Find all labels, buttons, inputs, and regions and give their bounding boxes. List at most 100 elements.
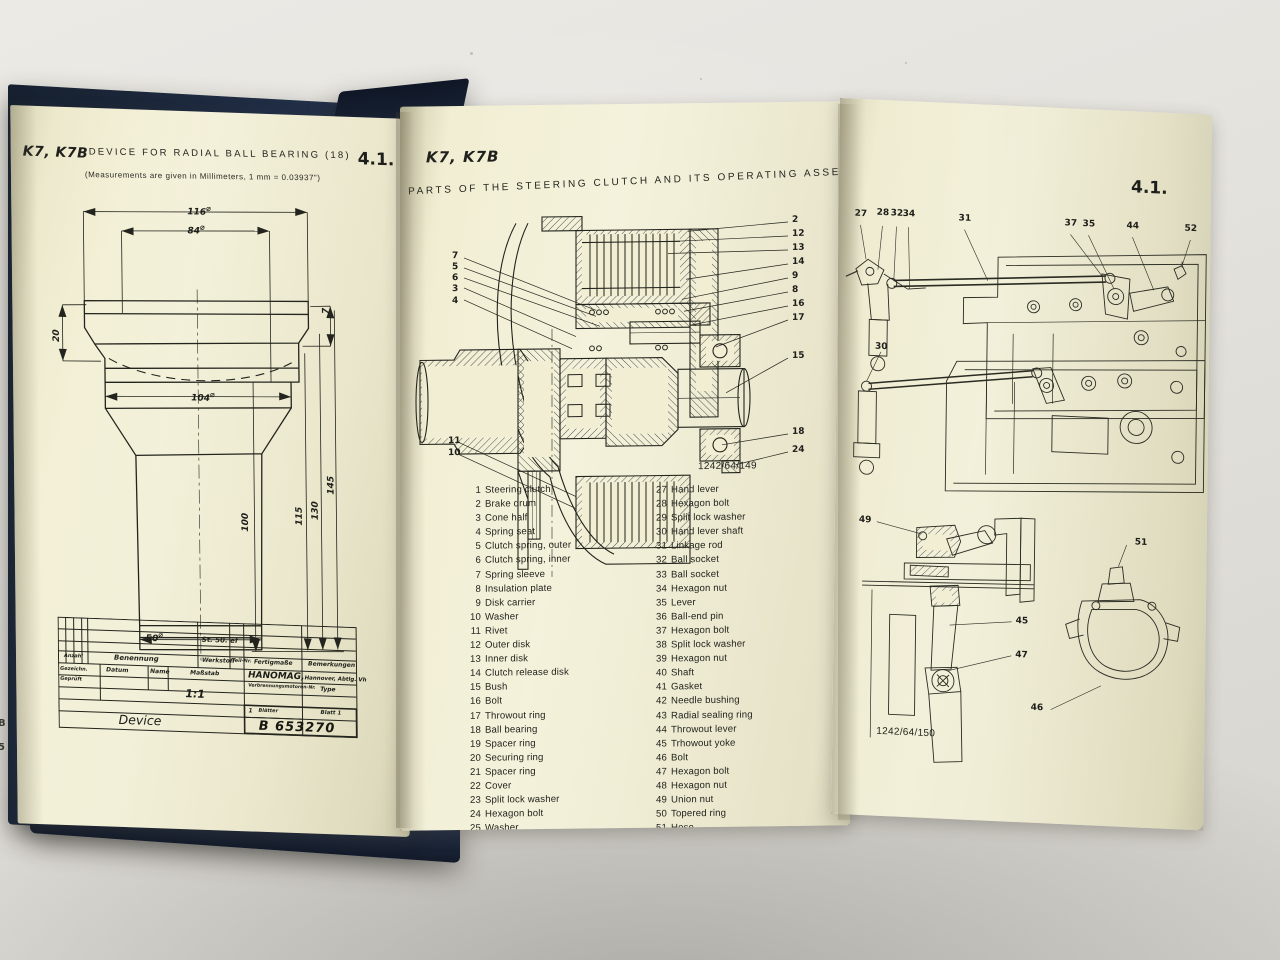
- title-block-sheet-count: 1: [248, 707, 253, 715]
- parts-list-item-number: 32: [656, 554, 667, 567]
- operating-linkage-upper-drawing: [845, 224, 1207, 420]
- title-block-scale: 1:1: [185, 687, 206, 701]
- parts-list-item-number: 41: [656, 681, 667, 693]
- parts-list-item-number: 15: [470, 682, 481, 694]
- right-callout-51: 51: [1134, 537, 1148, 548]
- parts-list-item-label: Inner disk: [485, 653, 529, 665]
- right-callout-28: 28: [876, 207, 890, 219]
- callout-13: 13: [792, 242, 805, 253]
- callout-16: 16: [792, 298, 805, 309]
- parts-list-item-number: 14: [470, 667, 481, 680]
- callout-4: 4: [452, 296, 459, 307]
- callout-9: 9: [792, 270, 799, 281]
- parts-list-item-label: Ball bearing: [485, 723, 538, 736]
- title-block-sheet-label: Blätter: [258, 707, 279, 715]
- parts-list-item-label: Ball socket: [671, 554, 720, 566]
- left-page: K7, K7B DEVICE FOR RADIAL BALL BEARING (…: [10, 105, 410, 837]
- title-block-type-label: Type: [320, 685, 336, 694]
- callout-12: 12: [792, 228, 805, 239]
- operating-linkage-lower-drawing: [862, 517, 1181, 763]
- parts-list-item-number: 25: [470, 823, 481, 831]
- left-page-title: DEVICE FOR RADIAL BALL BEARING (18): [88, 146, 351, 162]
- parts-list-item-number: 3: [475, 512, 482, 525]
- parts-list-item-label: Bush: [485, 681, 508, 694]
- title-block-drawing-number: B 653270: [258, 718, 336, 737]
- title-block-col-fertigmasse: Fertigmaße: [253, 658, 293, 667]
- parts-list-item-label: Clutch spring, outer: [485, 540, 572, 553]
- parts-list-item-label: Spacer ring: [485, 737, 536, 750]
- title-block-row-name: Name: [150, 667, 170, 676]
- dimension-label-116: 116⌀: [187, 203, 211, 218]
- operating-linkage-middle-drawing: [853, 351, 1206, 493]
- left-edge-mark-5: 5: [0, 742, 5, 753]
- parts-list-item-number: 49: [656, 794, 667, 806]
- parts-list-item-label: Trhowout yoke: [671, 737, 736, 750]
- parts-list-item-label: Bolt: [671, 752, 689, 764]
- right-callout-47: 47: [1015, 649, 1028, 661]
- callout-3: 3: [452, 284, 459, 295]
- parts-list-item-label: Hand lever: [671, 483, 719, 496]
- parts-list-item-label: Split lock washer: [485, 793, 560, 806]
- parts-list-item-label: Hexagon nut: [671, 582, 728, 595]
- middle-page-model: K7, K7B: [426, 147, 500, 167]
- title-block-col-werkstoff: Werkstoff: [201, 656, 235, 665]
- callout-14: 14: [792, 256, 805, 267]
- title-block-row-massstab: Maßstab: [190, 669, 220, 678]
- parts-list-item-number: 33: [656, 569, 667, 581]
- parts-list-item-label: Lever: [671, 596, 696, 609]
- parts-list-item-number: 44: [656, 724, 667, 736]
- left-page-units-note: (Measurements are given in Millimeters, …: [84, 170, 321, 183]
- callout-24: 24: [792, 444, 805, 455]
- title-block-col-teilnr: Teil-Nr.: [231, 657, 252, 665]
- parts-list-item-label: Gasket: [671, 681, 703, 693]
- left-page-number: 4.1.: [357, 149, 395, 171]
- parts-list-item-label: Split lock washer: [671, 638, 746, 651]
- parts-list-item-number: 2: [475, 498, 482, 510]
- parts-list-item-label: Outer disk: [485, 639, 531, 651]
- title-block-col-benennung: Benennung: [113, 653, 159, 664]
- parts-list-item-label: Hexagon bolt: [671, 497, 730, 510]
- parts-list-item-number: 7: [475, 569, 482, 581]
- parts-list-item-label: Shaft: [671, 667, 695, 679]
- parts-list-item-number: 4: [475, 527, 482, 539]
- callout-17: 17: [792, 312, 805, 323]
- callout-10: 10: [448, 448, 461, 459]
- parts-list-item-number: 35: [656, 597, 667, 609]
- right-page: 4.1.: [831, 98, 1212, 831]
- right-callout-52: 52: [1184, 223, 1198, 235]
- right-callout-44: 44: [1126, 221, 1140, 232]
- parts-list-item-label: Steering clutch: [485, 483, 551, 496]
- parts-list-item-number: 24: [470, 808, 481, 821]
- right-callout-46: 46: [1030, 702, 1044, 714]
- parts-list-item-number: 45: [656, 738, 667, 750]
- parts-list-item-label: Topered ring: [671, 807, 727, 820]
- parts-list-item-label: Spacer ring: [485, 765, 536, 778]
- right-callout-37: 37: [1064, 218, 1078, 229]
- middle-page: K7, K7B PARTS OF THE STEERING CLUTCH AND…: [400, 101, 850, 831]
- left-edge-mark-b: B: [0, 718, 6, 729]
- right-page-number: 4.1.: [1130, 177, 1168, 199]
- right-callout-34: 34: [902, 208, 916, 220]
- parts-list-item-number: 22: [470, 780, 481, 792]
- title-block-label-geprueft: Geprüft: [60, 675, 82, 683]
- callout-15: 15: [792, 350, 805, 361]
- dimension-label-130: 130: [310, 501, 321, 521]
- parts-list-item-label: Hexagon bolt: [671, 765, 730, 778]
- parts-list-item-number: 16: [470, 696, 481, 708]
- dimension-label-115: 115: [294, 506, 305, 526]
- title-block-sheet-no-label: Blatt 1: [320, 709, 342, 717]
- dimension-label-145: 145: [326, 475, 337, 495]
- parts-list-item-label: Hand lever shaft: [671, 525, 744, 538]
- parts-list-item-label: Throwout ring: [485, 709, 546, 722]
- parts-list-item-number: 5: [475, 541, 482, 553]
- parts-list-item-label: Insulation plate: [485, 582, 552, 595]
- parts-list-item-label: Cover: [485, 780, 512, 792]
- right-callout-32: 32: [890, 208, 904, 219]
- parts-list-item-label: Bolt: [485, 695, 503, 708]
- title-block-row-datum: Datum: [106, 666, 129, 675]
- parts-list-item-number: 38: [656, 639, 667, 651]
- parts-list-item-number: 37: [656, 625, 667, 637]
